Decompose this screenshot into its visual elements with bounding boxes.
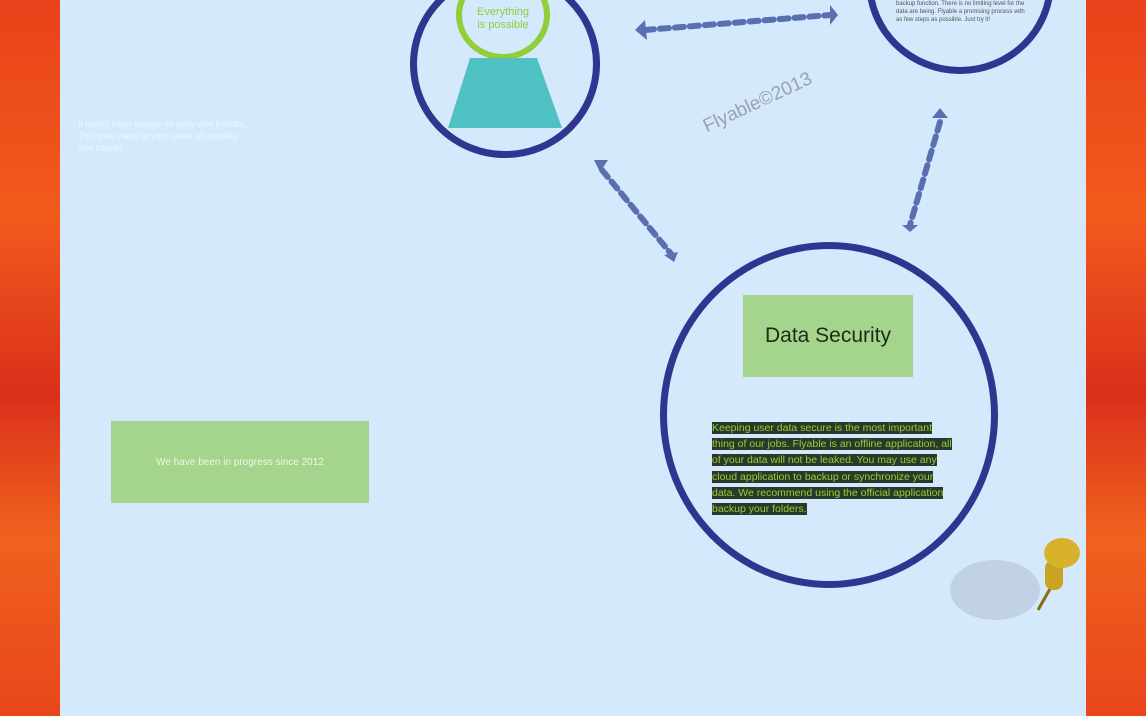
progress-text: We have been in progress since 2012 [156, 456, 324, 468]
progress-box[interactable]: We have been in progress since 2012 [111, 421, 369, 503]
watermark: Flyable©2013 [700, 68, 816, 138]
data-security-body: Keeping user data secure is the most imp… [712, 422, 952, 516]
intro-text: It hasn't been always so easy and friend… [78, 119, 247, 153]
everything-possible-label: Everything is possible [477, 6, 529, 31]
arrow-left [599, 167, 675, 258]
teal-trapezoid [448, 58, 562, 128]
dashed-arrows [594, 5, 948, 262]
data-security-title-box: Data Security [743, 295, 913, 377]
arrow-right [907, 119, 943, 228]
everything-possible-ring: Everything is possible [456, 0, 550, 60]
presentation-canvas: It hasn't been always so easy and friend… [60, 0, 1086, 716]
top-right-circle-text: backup function. There is no limiting le… [896, 1, 1025, 23]
data-security-title: Data Security [764, 324, 892, 347]
pushpin-icon [950, 538, 1080, 620]
top-circle[interactable] [410, 0, 600, 158]
data-security-circle[interactable] [660, 242, 998, 588]
arrow-top [642, 12, 833, 33]
